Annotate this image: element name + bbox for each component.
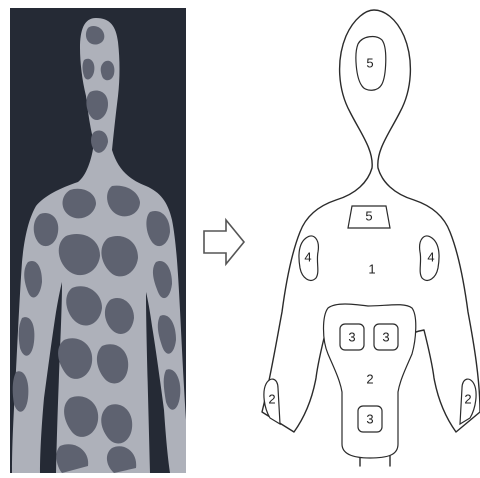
- right-arrow-icon: [204, 220, 244, 264]
- zone-diagram: 5 5 1 4 4 2 3 3 3 2 2: [262, 10, 480, 466]
- body-photo: [10, 8, 186, 473]
- zone-arm-left-label: 2: [268, 391, 275, 406]
- zone-lower-center-label: 3: [366, 411, 373, 426]
- zone-shoulder-left-label: 4: [304, 249, 311, 264]
- zone-torso-label: 1: [368, 261, 375, 276]
- zone-chest-right-label: 3: [382, 329, 389, 344]
- zone-chest-left-label: 3: [348, 329, 355, 344]
- zone-abdomen-label: 2: [366, 371, 373, 386]
- zone-head-label: 5: [366, 55, 373, 70]
- zone-shoulder-right-label: 4: [427, 249, 434, 264]
- zone-arm-right-label: 2: [464, 391, 471, 406]
- zone-neck-label: 5: [365, 208, 372, 223]
